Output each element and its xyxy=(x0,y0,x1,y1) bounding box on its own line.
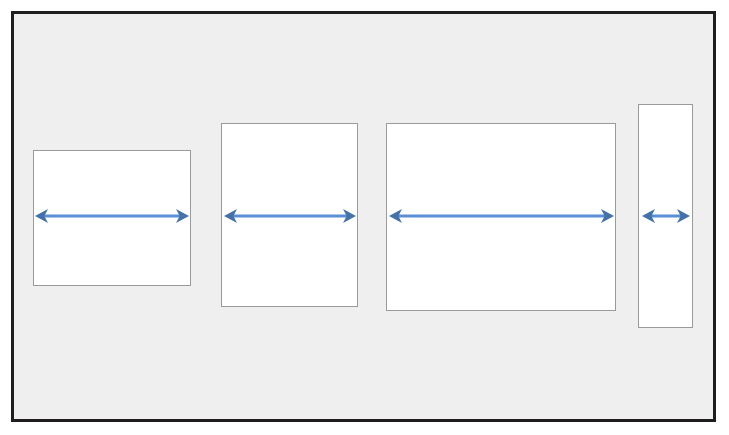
box-3[interactable] xyxy=(386,123,616,311)
box-4[interactable] xyxy=(638,104,693,328)
box-2[interactable] xyxy=(221,123,358,307)
box-1[interactable] xyxy=(33,150,191,286)
